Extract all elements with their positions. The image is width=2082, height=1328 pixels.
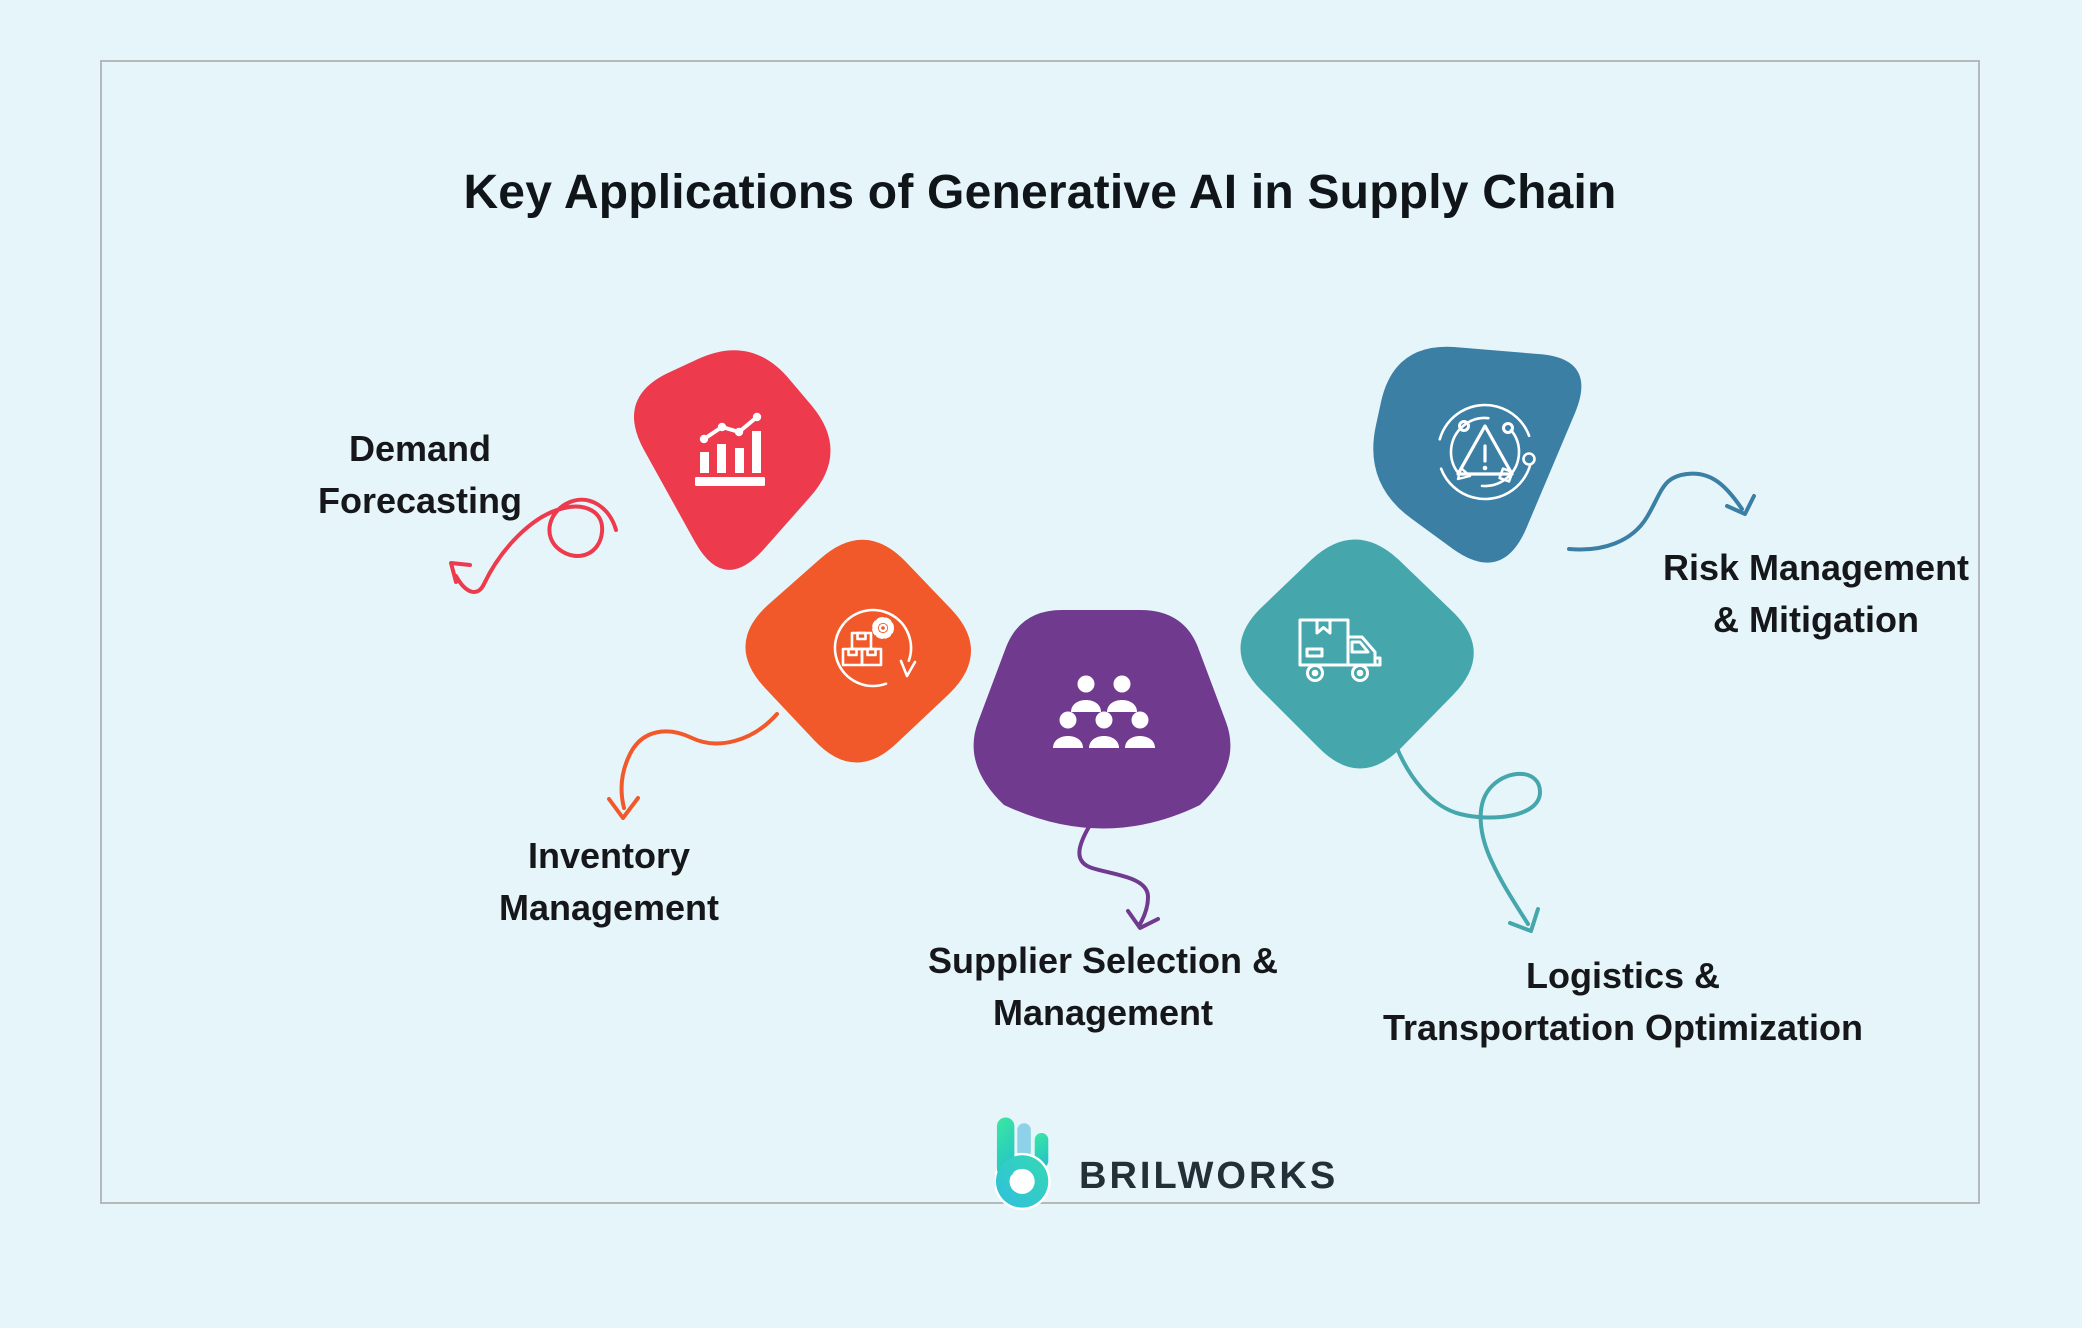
label-risk-management-mitigation: Risk Management & Mitigation: [1663, 542, 1969, 646]
label-supplier-selection-management: Supplier Selection & Management: [928, 935, 1278, 1039]
supplier-selection-arrow: [1077, 823, 1160, 930]
brilworks-logo-icon: [995, 1117, 1051, 1210]
label-line: Management: [498, 887, 720, 928]
label-logistics-transportation-optimization: Logistics & Transportation Optimization: [1383, 950, 1863, 1054]
label-line: Inventory: [527, 835, 691, 876]
inventory-management-blob: [745, 539, 972, 763]
brand-logo: BRILWORKS: [995, 1114, 1338, 1210]
label-line: Management: [992, 992, 1214, 1033]
inventory-boxes-gear-icon: [833, 608, 917, 688]
logistics-blob: [1240, 539, 1474, 769]
inventory-management-arrow: [607, 712, 779, 820]
brand-name: BRILWORKS: [1079, 1155, 1339, 1197]
label-line: & Mitigation: [1713, 599, 1919, 640]
label-line: Risk Management: [1662, 547, 1970, 588]
label-demand-forecasting: Demand Forecasting: [318, 423, 522, 527]
infographic-canvas: Key Applications of Generative AI in Sup…: [100, 60, 1980, 1210]
demand-forecasting-arrow: [449, 497, 618, 594]
label-line: Demand: [348, 428, 492, 469]
content-panel: Key Applications of Generative AI in Sup…: [100, 60, 1980, 1210]
diagram-art: [449, 346, 1756, 933]
bar-chart-trend-icon: [695, 412, 765, 486]
risk-alert-icon: [1436, 403, 1536, 501]
label-line: Supplier Selection &: [927, 940, 1279, 981]
risk-management-blob: [1373, 346, 1582, 563]
label-line: Logistics &: [1525, 955, 1721, 996]
label-line: Transportation Optimization: [1382, 1007, 1864, 1048]
people-group-icon: [1053, 675, 1155, 748]
label-line: Forecasting: [317, 480, 523, 521]
risk-management-arrow: [1567, 471, 1756, 552]
logistics-arrow: [1391, 736, 1542, 933]
label-inventory-management: Inventory Management: [499, 830, 719, 934]
delivery-truck-icon: [1298, 618, 1382, 682]
page-title: Key Applications of Generative AI in Sup…: [463, 166, 1617, 219]
demand-forecasting-blob: [633, 350, 831, 570]
